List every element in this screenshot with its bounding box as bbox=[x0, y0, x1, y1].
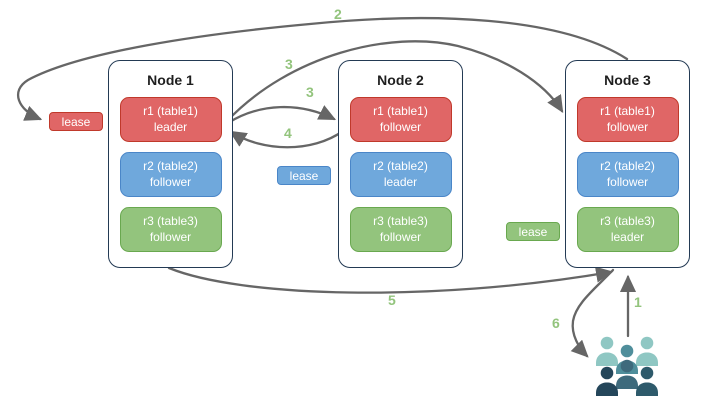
node-2: Node 2 r1 (table1) follower r2 (table2) … bbox=[338, 60, 463, 268]
replica-r3-table3: r3 (table3) follower bbox=[349, 207, 452, 252]
replica-label: r2 (table2) bbox=[373, 159, 428, 174]
replica-role: follower bbox=[149, 229, 192, 244]
step-label-3b: 3 bbox=[306, 84, 314, 100]
node-title: Node 3 bbox=[604, 72, 651, 88]
replica-r2-table2: r2 (table2) follower bbox=[119, 152, 222, 197]
lease-badge-green: lease bbox=[506, 222, 560, 241]
node-1: Node 1 r1 (table1) leader r2 (table2) fo… bbox=[108, 60, 233, 268]
users-group-icon bbox=[596, 336, 658, 396]
step-label-3a: 3 bbox=[285, 56, 293, 72]
arrow-5-node1-to-node3 bbox=[167, 266, 614, 294]
replica-label: r1 (table1) bbox=[143, 104, 198, 119]
arrow-3-node1-to-node2 bbox=[226, 105, 337, 125]
replica-label: r1 (table1) bbox=[373, 104, 428, 119]
replica-label: r2 (table2) bbox=[143, 159, 198, 174]
replica-role: follower bbox=[606, 119, 649, 134]
arrow-3-node1-to-node3 bbox=[225, 40, 564, 123]
replica-role: follower bbox=[606, 174, 649, 189]
node-3: Node 3 r1 (table1) follower r2 (table2) … bbox=[565, 60, 690, 268]
replica-label: r3 (table3) bbox=[143, 214, 198, 229]
replica-role: leader bbox=[153, 119, 188, 134]
replica-role: follower bbox=[379, 229, 422, 244]
arrow-6-node3-to-users bbox=[570, 268, 615, 358]
replica-label: r3 (table3) bbox=[373, 214, 428, 229]
lease-badge-red: lease bbox=[49, 112, 103, 131]
replica-r1-table1: r1 (table1) follower bbox=[576, 97, 679, 142]
replica-r2-table2: r2 (table2) follower bbox=[576, 152, 679, 197]
replica-label: r1 (table1) bbox=[600, 104, 655, 119]
step-label-1: 1 bbox=[634, 294, 642, 310]
lease-badge-blue: lease bbox=[277, 166, 331, 185]
replica-r3-table3: r3 (table3) follower bbox=[119, 207, 222, 252]
replica-r2-table2: r2 (table2) leader bbox=[349, 152, 452, 197]
step-label-4: 4 bbox=[284, 125, 292, 141]
replica-label: r2 (table2) bbox=[600, 159, 655, 174]
step-label-2: 2 bbox=[334, 6, 342, 22]
step-label-5: 5 bbox=[388, 292, 396, 308]
node-title: Node 1 bbox=[147, 72, 194, 88]
replica-role: follower bbox=[149, 174, 192, 189]
replica-role: follower bbox=[379, 119, 422, 134]
step-label-6: 6 bbox=[552, 315, 560, 331]
replica-r3-table3: r3 (table3) leader bbox=[576, 207, 679, 252]
arrow-2-node3-to-lease bbox=[17, 16, 629, 121]
node-title: Node 2 bbox=[377, 72, 424, 88]
replica-role: leader bbox=[383, 174, 418, 189]
replica-r1-table1: r1 (table1) follower bbox=[349, 97, 452, 142]
replica-role: leader bbox=[610, 229, 645, 244]
arrow-4-node2-to-node1 bbox=[229, 129, 345, 149]
replica-label: r3 (table3) bbox=[600, 214, 655, 229]
replica-r1-table1: r1 (table1) leader bbox=[119, 97, 222, 142]
